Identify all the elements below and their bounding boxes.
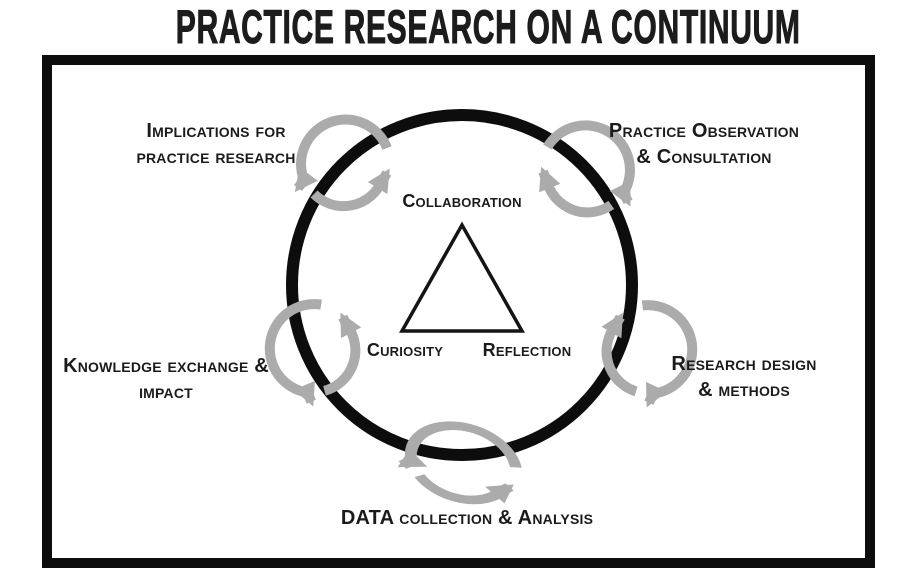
stage-label-line1: Implications for [146,120,286,142]
stage-label-data-collection-analysis: DATA collection & Analysis [341,505,593,531]
continuum-circle [286,109,638,461]
stage-label-knowledge-exchange-impact: Knowledge exchange & impact [63,353,269,405]
stage-label-line1: Knowledge exchange & [63,355,269,377]
stage-label-line2: & methods [698,379,790,401]
triangle-label-collaboration: Collaboration [402,191,522,211]
cycle-arrow-icon [252,290,372,410]
stage-label-line2: impact [139,381,193,403]
stage-label-line1: Practice Observation [608,120,800,142]
stage-label-line2: & Consultation [636,146,772,168]
stage-label-research-design-methods: Research design & methods [671,351,816,403]
triangle-label-curiosity: Curiosity [366,340,444,360]
page-title: PRACTICE RESEARCH ON A CONTINUUM [0,0,914,56]
stage-label-implications-for-practice-research: Implications for practice research [136,118,295,170]
stage-label-line1: DATA collection & Analysis [340,507,594,529]
stage-label-practice-observation-consultation: Practice Observation & Consultation [609,118,799,170]
diagram-frame-border [42,55,875,568]
triangle-label-reflection: Reflection [482,340,572,360]
stage-label-line1: Research design [671,353,817,375]
triangle-shape [398,221,526,333]
stage-label-line2: practice research [136,146,296,168]
cycle-arrow-icon [398,412,523,513]
page-title-text: PRACTICE RESEARCH ON A CONTINUUM [175,0,801,54]
